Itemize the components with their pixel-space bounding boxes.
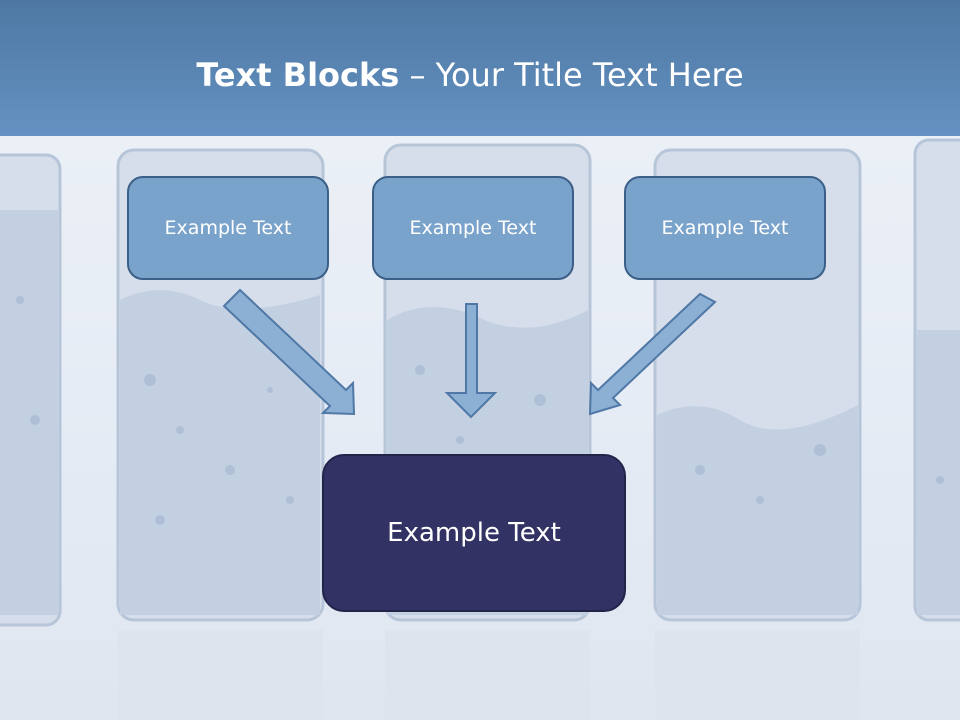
title-rest: Your Title Text Here — [435, 56, 744, 94]
arrow-right — [588, 292, 717, 416]
text-block-left-label: Example Text — [164, 217, 292, 239]
text-block-right: Example Text — [624, 176, 826, 280]
text-block-main: Example Text — [322, 454, 626, 612]
text-block-right-label: Example Text — [661, 217, 789, 239]
title-bold-part: Text Blocks — [196, 56, 400, 94]
text-block-center: Example Text — [372, 176, 574, 280]
title-bar: Text Blocks – Your Title Text Here — [0, 0, 960, 136]
arrow-center — [444, 303, 498, 419]
arrow-left — [222, 288, 356, 416]
slide-title: Text Blocks – Your Title Text Here — [0, 56, 940, 94]
text-block-center-label: Example Text — [409, 217, 537, 239]
text-block-main-label: Example Text — [387, 518, 561, 548]
title-dash: – — [399, 56, 436, 94]
text-block-left: Example Text — [127, 176, 329, 280]
